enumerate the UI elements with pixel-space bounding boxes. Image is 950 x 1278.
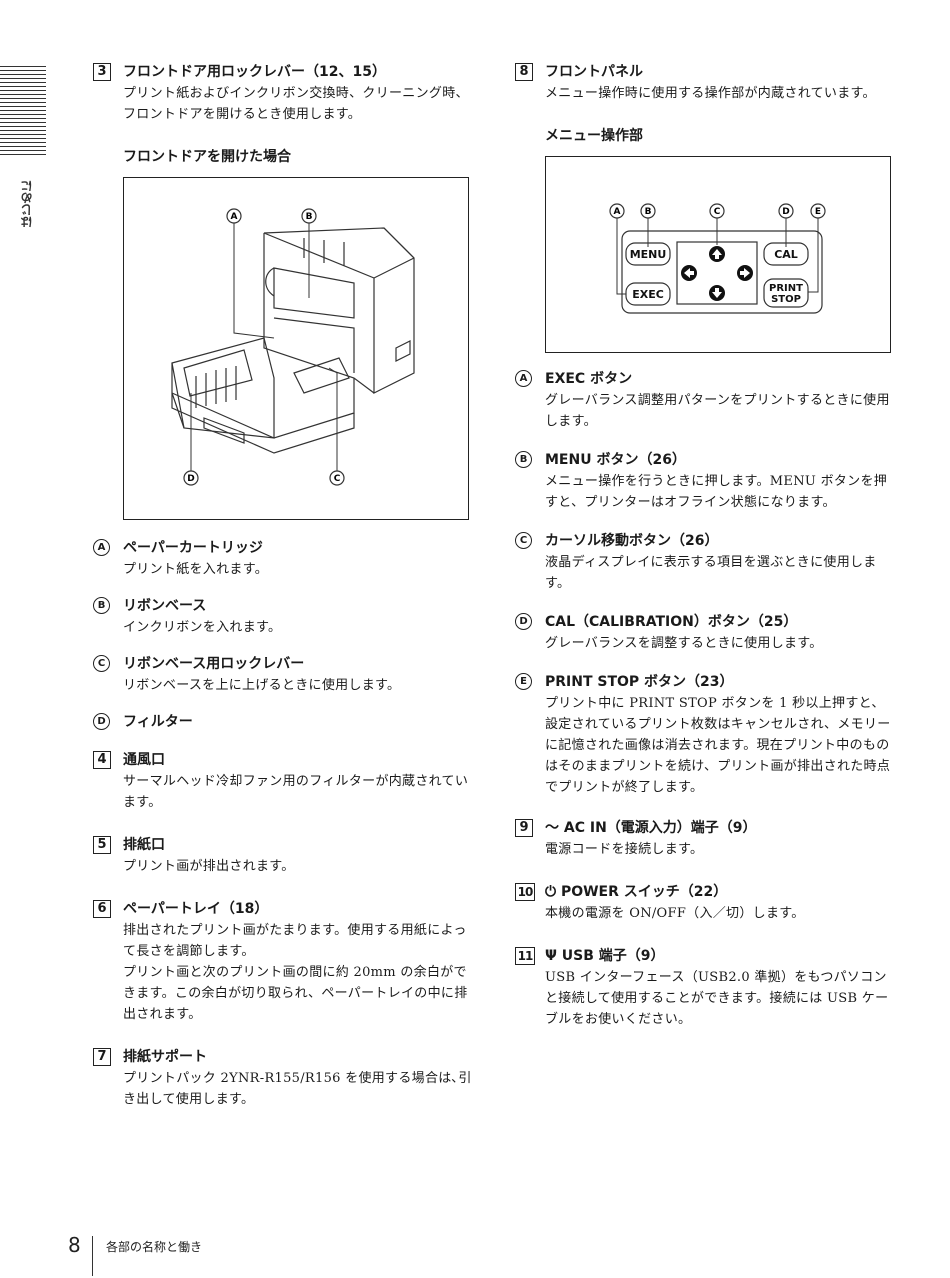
item-title: フロントドア用ロックレバー（12、15）: [123, 64, 386, 80]
side-thumb-index: [0, 66, 46, 158]
figure-label-c: C: [334, 474, 341, 484]
item-number: 11: [515, 947, 535, 965]
item-body: 排出されたプリント画がたまります。使用する用紙によって長さを調節します。: [123, 923, 467, 959]
item-4: 4 通風口 サーマルヘッド冷却ファン用のフィルターが内蔵されています。: [93, 750, 473, 813]
cal-button-label: CAL: [774, 248, 798, 261]
item-number: 6: [93, 900, 111, 918]
callout-mark: E: [515, 673, 532, 690]
exec-button-label: EXEC: [632, 288, 664, 301]
item-number: 4: [93, 751, 111, 769]
callout-title: フィルター: [123, 714, 193, 730]
left-column: 3 フロントドア用ロックレバー（12、15） プリント紙およびインクリボン交換時…: [93, 62, 473, 1132]
item-11: 11 Ψ USB 端子（9） USB インターフェース（USB2.0 準拠）をも…: [515, 946, 895, 1030]
item-title: 通風口: [123, 752, 165, 768]
item-6: 6 ペーパートレイ（18） 排出されたプリント画がたまります。使用する用紙によっ…: [93, 899, 473, 1025]
item-body: プリントパック 2YNR-R155/R156 を使用する場合は､引き出して使用し…: [123, 1071, 472, 1107]
item-title: ペーパートレイ（18）: [123, 901, 269, 917]
item-7: 7 排紙サポート プリントパック 2YNR-R155/R156 を使用する場合は…: [93, 1047, 473, 1110]
callout-body: グレーバランス調整用パターンをプリントするときに使用します。: [545, 393, 890, 429]
figure-title: メニュー操作部: [545, 128, 643, 144]
panel-label-b: B: [645, 207, 652, 217]
callout-mark: D: [515, 613, 532, 630]
item-body: プリント画と次のプリント画の間に約 20mm の余白ができます。この余白が切り取…: [123, 965, 468, 1022]
panel-label-d: D: [782, 207, 789, 217]
control-panel-illustration: MENU EXEC CAL PRINT STOP A B C D E: [609, 203, 826, 314]
panel-label-e: E: [815, 207, 821, 217]
item-title: ⏻ POWER スイッチ（22）: [545, 884, 728, 900]
item-title: フロントパネル: [545, 64, 643, 80]
item-number: 8: [515, 63, 533, 81]
callout-body: プリント紙を入れます。: [123, 562, 269, 577]
print-button-label-2: STOP: [771, 294, 801, 305]
callout-d: D フィルター: [93, 712, 473, 732]
item-number: 10: [515, 883, 535, 901]
printer-figure: A B C D: [123, 177, 469, 520]
item-3: 3 フロントドア用ロックレバー（12、15） プリント紙およびインクリボン交換時…: [93, 62, 473, 125]
item-title: 排紙口: [123, 837, 165, 853]
callout-title: EXEC ボタン: [545, 371, 633, 387]
item-title: Ψ USB 端子（9）: [545, 948, 665, 964]
item-body: プリント画が排出されます。: [123, 859, 295, 874]
callout-e: E PRINT STOP ボタン（23） プリント中に PRINT STOP ボ…: [515, 672, 895, 798]
item-8: 8 フロントパネル メニュー操作時に使用する操作部が内蔵されています。: [515, 62, 895, 104]
item-number: 3: [93, 63, 111, 81]
item-body: サーマルヘッド冷却ファン用のフィルターが内蔵されています。: [123, 774, 469, 810]
callout-body: プリント中に PRINT STOP ボタンを 1 秒以上押すと、設定されているプ…: [545, 696, 891, 795]
callout-title: リボンベース: [123, 598, 207, 614]
callout-body: グレーバランスを調整するときに使用します。: [545, 636, 823, 651]
callout-d: D CAL（CALIBRATION）ボタン（25） グレーバランスを調整するとき…: [515, 612, 895, 654]
figure-title: フロントドアを開けた場合: [123, 149, 291, 165]
callout-title: CAL（CALIBRATION）ボタン（25）: [545, 614, 798, 630]
callout-title: リボンベース用ロックレバー: [123, 656, 305, 672]
panel-label-c: C: [714, 207, 721, 217]
callout-b: B MENU ボタン（26） メニュー操作を行うときに押します。MENU ボタン…: [515, 450, 895, 513]
callout-mark: D: [93, 713, 110, 730]
callout-a: A ペーパーカートリッジ プリント紙を入れます。: [93, 538, 473, 580]
item-body: 電源コードを接続します。: [545, 842, 704, 857]
callout-mark: A: [515, 370, 532, 387]
callout-mark: B: [93, 597, 110, 614]
figure-label-d: D: [187, 474, 194, 484]
menu-button-label: MENU: [630, 248, 667, 261]
callout-a: A EXEC ボタン グレーバランス調整用パターンをプリントするときに使用します…: [515, 369, 895, 432]
callout-body: 液晶ディスプレイに表示する項目を選ぶときに使用します。: [545, 555, 877, 591]
callout-c: C カーソル移動ボタン（26） 液晶ディスプレイに表示する項目を選ぶときに使用し…: [515, 531, 895, 594]
callout-mark: A: [93, 539, 110, 556]
item-number: 7: [93, 1048, 111, 1066]
item-body: メニュー操作時に使用する操作部が内蔵されています。: [545, 86, 876, 101]
callout-mark: C: [93, 655, 110, 672]
print-button-label-1: PRINT: [769, 283, 803, 294]
right-column: 8 フロントパネル メニュー操作時に使用する操作部が内蔵されています。 メニュー…: [515, 62, 895, 1052]
callout-title: ペーパーカートリッジ: [123, 540, 263, 556]
control-panel-figure: MENU EXEC CAL PRINT STOP A B C D E: [545, 156, 891, 353]
callout-body: リボンベースを上に上げるときに使用します。: [123, 678, 401, 693]
callout-b: B リボンベース インクリボンを入れます。: [93, 596, 473, 638]
callout-body: インクリボンを入れます。: [123, 620, 282, 635]
footer-divider: [92, 1236, 93, 1276]
figure-label-a: A: [231, 212, 238, 222]
page-number: 8: [68, 1233, 81, 1257]
callout-mark: B: [515, 451, 532, 468]
callout-title: PRINT STOP ボタン（23）: [545, 674, 734, 690]
footer-section-title: 各部の名称と働き: [106, 1240, 203, 1254]
callout-mark: C: [515, 532, 532, 549]
item-body: プリント紙およびインクリボン交換時、クリーニング時、フロントドアを開けるとき使用…: [123, 86, 469, 122]
item-9: 9 ～ AC IN（電源入力）端子（9） 電源コードを接続します。: [515, 818, 895, 860]
printer-illustration: A B C D: [171, 208, 415, 486]
item-number: 9: [515, 819, 533, 837]
item-10: 10 ⏻ POWER スイッチ（22） 本機の電源を ON/OFF（入／切）しま…: [515, 882, 895, 924]
callout-title: MENU ボタン（26）: [545, 452, 686, 468]
callout-c: C リボンベース用ロックレバー リボンベースを上に上げるときに使用します。: [93, 654, 473, 696]
side-tab-label: はじめに: [20, 180, 34, 228]
callout-title: カーソル移動ボタン（26）: [545, 533, 719, 549]
item-body: 本機の電源を ON/OFF（入／切）します。: [545, 906, 805, 921]
item-number: 5: [93, 836, 111, 854]
item-title: 排紙サポート: [123, 1049, 207, 1065]
item-title: ～ AC IN（電源入力）端子（9）: [545, 820, 757, 836]
item-5: 5 排紙口 プリント画が排出されます。: [93, 835, 473, 877]
panel-label-a: A: [614, 207, 621, 217]
item-body: USB インターフェース（USB2.0 準拠）をもつパソコンと接続して使用するこ…: [545, 970, 889, 1027]
callout-body: メニュー操作を行うときに押します。MENU ボタンを押すと、プリンターはオフライ…: [545, 474, 888, 510]
figure-label-b: B: [306, 212, 313, 222]
